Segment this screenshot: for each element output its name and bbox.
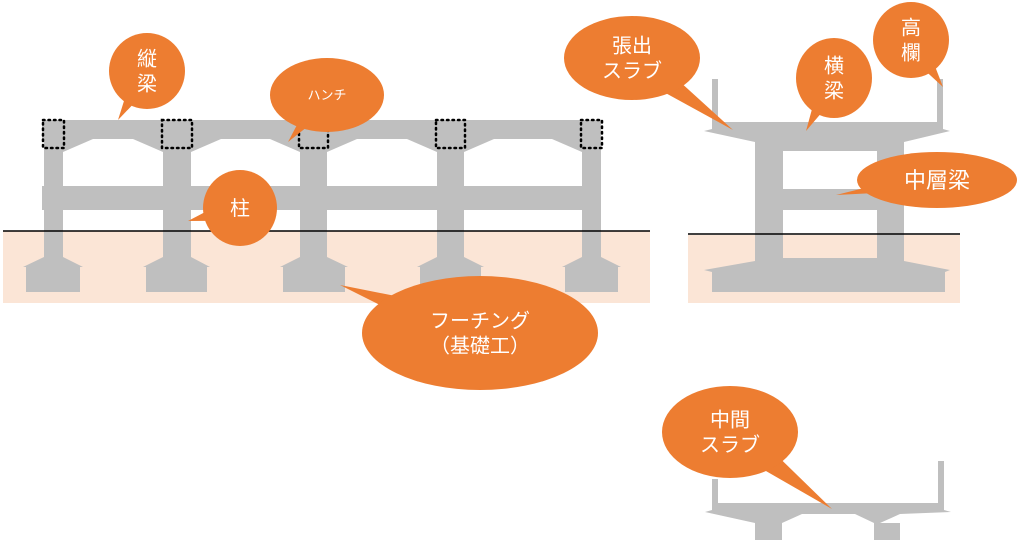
footing [280, 257, 348, 292]
column [552, 118, 621, 292]
callout-bubble [109, 33, 185, 109]
haunch [63, 139, 93, 152]
callout-label: 中間 [710, 408, 750, 432]
callout-label: 梁 [824, 79, 844, 103]
footing [562, 257, 621, 292]
callout-bubble [796, 38, 872, 118]
callout-label: 梁 [137, 72, 157, 96]
slab [705, 503, 951, 540]
callout-label: 欄 [901, 41, 921, 65]
side-view-frame [23, 118, 621, 292]
haunch [407, 139, 437, 152]
footing [143, 257, 210, 292]
callout-label: 柱 [230, 196, 250, 220]
callout-bubble [362, 276, 598, 390]
callout-label: （基礎工） [430, 334, 530, 358]
column [133, 118, 221, 292]
haunch [191, 139, 221, 152]
callout-middle-beam: 中層梁 [836, 152, 1017, 208]
callout-bubble [203, 170, 277, 246]
haunch [327, 139, 357, 152]
callout-column: 柱 [188, 170, 277, 246]
parapet-left [712, 479, 718, 505]
haunch [552, 139, 582, 152]
parapet-right [938, 461, 944, 505]
callout-label: ハンチ [307, 89, 346, 104]
callout-bubble [662, 386, 798, 478]
haunch-marker [297, 118, 330, 150]
footing [23, 257, 83, 292]
callout-bubble [564, 16, 700, 100]
parapet-left [712, 79, 718, 124]
footing [704, 258, 950, 292]
cantilever-slab [704, 122, 950, 151]
callout-label: 張出 [612, 34, 652, 58]
callout-label: 縦 [137, 47, 157, 71]
callout-haunch: ハンチ [270, 58, 384, 142]
callout-label: 横 [824, 54, 844, 78]
callout-bubble [270, 58, 384, 132]
callout-label: スラブ [700, 433, 760, 457]
callout-label: スラブ [602, 59, 662, 83]
haunch [133, 139, 163, 152]
intermediate-slab-section [705, 461, 951, 540]
haunch-marker [41, 118, 66, 150]
haunch-marker [434, 118, 467, 150]
column [23, 118, 93, 292]
callout-parapet: 高欄 [873, 2, 949, 87]
haunch [270, 139, 300, 152]
haunch [464, 139, 494, 152]
callout-label: フーチング [430, 309, 530, 333]
parapet-right [937, 79, 943, 124]
callout-bubble [857, 152, 1017, 208]
callout-label: 高 [901, 16, 921, 40]
callout-cross-beam: 横梁 [796, 38, 872, 131]
callout-bubble [873, 2, 949, 78]
haunch-marker [160, 118, 194, 150]
callout-label: 中層梁 [904, 169, 970, 194]
middle-beam [755, 189, 904, 210]
haunch-marker [579, 118, 604, 150]
callout-footing: フーチング（基礎工） [340, 276, 598, 390]
callout-longitudinal-beam: 縦梁 [109, 33, 185, 120]
column [270, 118, 357, 292]
